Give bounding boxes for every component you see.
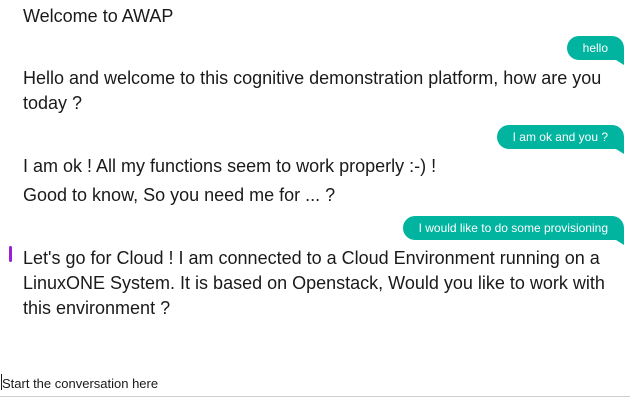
welcome-message: Welcome to AWAP (23, 6, 174, 26)
message-focus-marker (9, 246, 12, 262)
bot-message: Hello and welcome to this cognitive demo… (23, 68, 602, 113)
user-message-bubble: hello (566, 36, 625, 65)
bot-message: I am ok ! All my functions seem to work … (23, 156, 437, 176)
user-message-bubble: I am ok and you ? (496, 125, 625, 154)
text-caret (1, 374, 2, 390)
message-input-container[interactable] (0, 370, 630, 397)
user-message-bubble: I would like to do some provisioning (402, 216, 625, 245)
bot-message: Good to know, So you need me for ... ? (23, 185, 336, 205)
bot-message: Let's go for Cloud ! I am connected to a… (23, 248, 605, 318)
message-input[interactable] (0, 370, 630, 396)
